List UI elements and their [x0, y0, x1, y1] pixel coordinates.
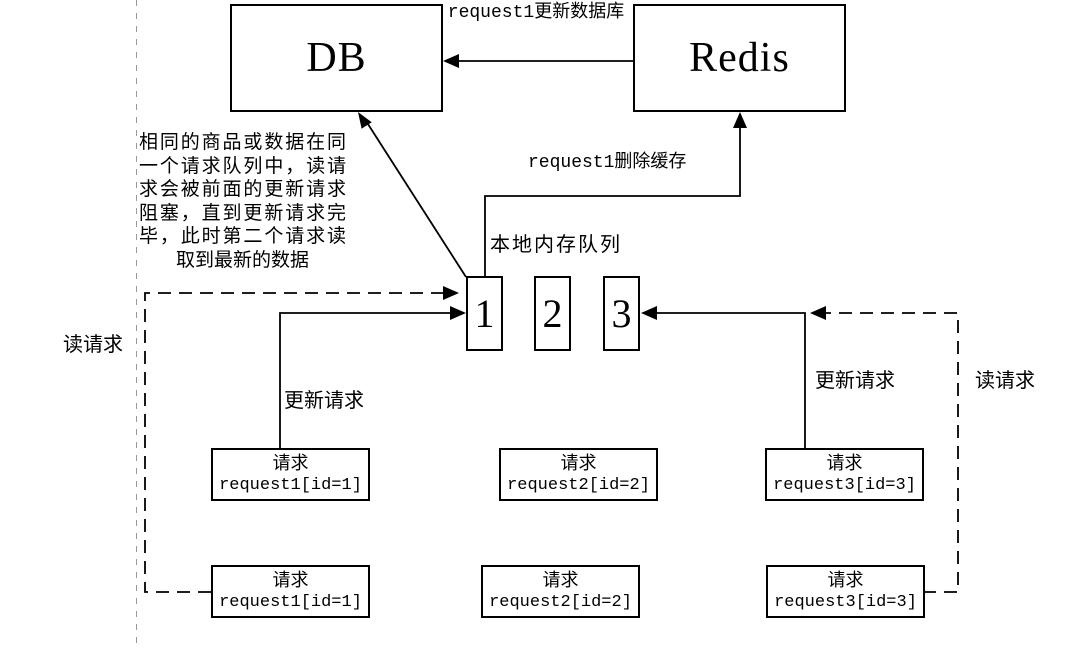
edge-label-delete-cache: request1删除缓存 — [528, 153, 687, 173]
side-note: 相同的商品或数据在同一个请求队列中，读请求会被前面的更新请求阻塞，直到更新请求完… — [139, 132, 346, 271]
edge-label-update-db: request1更新数据库 — [447, 3, 625, 23]
arrow-redis-to-db — [443, 54, 633, 68]
request2-bottom-id: request2[id=2] — [489, 593, 632, 613]
redis-node: Redis — [633, 4, 846, 112]
request2-box-top: 请求 request2[id=2] — [499, 448, 658, 501]
request1-box-top: 请求 request1[id=1] — [211, 448, 370, 501]
request3-top-title: 请求 — [826, 452, 863, 473]
request3-bottom-id: request3[id=3] — [774, 593, 917, 613]
arrow-update-left — [279, 306, 466, 448]
request1-bottom-title: 请求 — [272, 569, 309, 590]
redis-node-label: Redis — [689, 35, 790, 81]
request3-top-id: request3[id=3] — [773, 476, 916, 496]
queue-slot-2: 2 — [534, 276, 571, 351]
request2-top-title: 请求 — [560, 452, 597, 473]
read-request-label-right: 读请求 — [975, 370, 1035, 392]
update-request-label-right: 更新请求 — [815, 370, 895, 392]
read-request-label-left: 读请求 — [63, 334, 123, 356]
queue-slot-3-label: 3 — [611, 291, 632, 336]
request3-box-top: 请求 request3[id=3] — [765, 448, 924, 501]
arrow-update-right — [641, 306, 806, 448]
arrow-queue-to-db — [358, 112, 467, 278]
db-node: DB — [230, 4, 443, 112]
request3-box-bottom: 请求 request3[id=3] — [766, 565, 925, 618]
db-node-label: DB — [306, 35, 367, 81]
arrow-queue-to-redis — [484, 112, 747, 277]
request1-bottom-id: request1[id=1] — [219, 593, 362, 613]
update-request-label-left: 更新请求 — [284, 390, 364, 412]
queue-title: 本地内存队列 — [490, 234, 622, 256]
queue-slot-1-label: 1 — [474, 291, 495, 336]
queue-slot-1: 1 — [466, 276, 503, 351]
arrow-read-left-dashed — [144, 286, 459, 593]
request1-top-title: 请求 — [272, 452, 309, 473]
request2-bottom-title: 请求 — [542, 569, 579, 590]
request2-top-id: request2[id=2] — [507, 476, 650, 496]
request3-bottom-title: 请求 — [827, 569, 864, 590]
request1-box-bottom: 请求 request1[id=1] — [211, 565, 370, 618]
request2-box-bottom: 请求 request2[id=2] — [481, 565, 640, 618]
arrow-read-right-dashed — [810, 306, 959, 593]
queue-slot-2-label: 2 — [542, 291, 563, 336]
queue-slot-3: 3 — [603, 276, 640, 351]
request1-top-id: request1[id=1] — [219, 476, 362, 496]
